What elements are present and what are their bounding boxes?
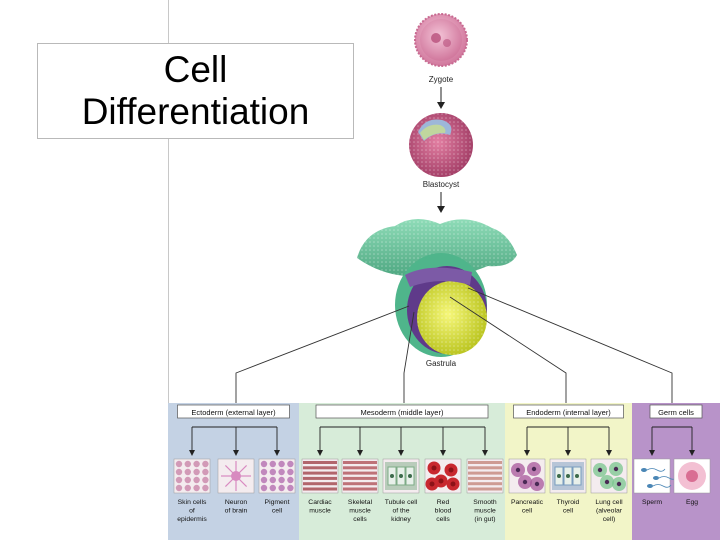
zygote-label: Zygote <box>429 75 454 84</box>
cell-label: Pigment <box>265 499 290 506</box>
pancreatic-cell-icon <box>508 458 546 494</box>
title-line-2: Differentiation <box>81 91 310 132</box>
cell-label: blood <box>435 508 452 515</box>
layer-panel-0: Ectoderm (external layer) Skin cells ofepi… <box>168 403 299 540</box>
neuron-icon <box>217 458 255 494</box>
germ-layer-panels: Ectoderm (external layer) Skin cells ofepi… <box>168 403 720 540</box>
connector-endoderm <box>449 296 567 405</box>
cell-arrowhead <box>274 450 280 456</box>
cell-arrowhead <box>606 450 612 456</box>
layer-label-box <box>649 404 703 419</box>
cell-label: Pancreatic <box>511 499 544 506</box>
cell-label: Neuron <box>225 499 248 506</box>
cell-label: Skin cells <box>178 499 207 506</box>
layer-label-box <box>177 404 290 419</box>
sperm-icon <box>633 458 678 494</box>
blastocyst-illustration <box>409 113 473 177</box>
layer-panel-2: Endoderm (internal layer) Pancreatic cell T… <box>505 403 632 540</box>
layer-label-box <box>315 404 489 419</box>
cell-arrowhead <box>317 450 323 456</box>
cell-label: of brain <box>225 508 248 515</box>
tubule-cell-icon <box>382 458 420 494</box>
red-blood-cells-icon <box>424 458 462 494</box>
cell-label: cells <box>436 516 450 523</box>
slide-divider <box>168 0 169 540</box>
cell-label: (alveolar <box>596 508 623 515</box>
cell-label: cell <box>272 508 283 515</box>
pigment-cell-icon <box>258 458 296 494</box>
layer-label: Germ cells <box>658 408 694 417</box>
cell-arrowhead <box>482 450 488 456</box>
layer-panel-1: Mesoderm (middle layer) Cardiac muscle Skel… <box>299 403 505 540</box>
cell-label: of <box>189 508 195 515</box>
layer-label: Endoderm (internal layer) <box>526 408 611 417</box>
lung-cell-icon <box>590 458 628 494</box>
title-line-1: Cell <box>163 49 228 90</box>
cell-arrowhead <box>189 450 195 456</box>
skin-cells-icon <box>173 458 211 494</box>
cell-arrowhead <box>565 450 571 456</box>
cell-arrowhead <box>357 450 363 456</box>
connector-lines <box>235 287 673 405</box>
connector-ectoderm <box>235 305 410 405</box>
cell-label: (in gut) <box>474 516 495 523</box>
cell-label: cell) <box>603 516 615 523</box>
layer-label: Ectoderm (external layer) <box>191 408 276 417</box>
cell-label: Thyroid <box>557 499 580 506</box>
layer-label-box <box>513 404 624 419</box>
gastrula-illustration <box>357 218 517 357</box>
cell-arrowhead <box>689 450 695 456</box>
blastocyst-label: Blastocyst <box>423 180 460 189</box>
cell-label: Smooth <box>473 499 497 506</box>
cardiac-muscle-icon <box>301 458 339 494</box>
cell-arrowhead <box>524 450 530 456</box>
cell-label: cells <box>353 516 367 523</box>
cell-arrowhead <box>398 450 404 456</box>
connector-mesoderm <box>403 311 415 405</box>
connector-germ <box>467 287 673 405</box>
zygote-illustration <box>414 13 468 67</box>
cell-label: muscle <box>474 508 496 515</box>
cell-label: muscle <box>309 508 331 515</box>
cell-label: muscle <box>349 508 371 515</box>
gastrula-label: Gastrula <box>426 359 457 368</box>
smooth-muscle-icon <box>466 458 504 494</box>
skeletal-muscle-icon <box>341 458 379 494</box>
cell-arrowhead <box>440 450 446 456</box>
zygote-arrowhead <box>437 102 445 109</box>
cell-arrowhead <box>649 450 655 456</box>
cell-label: Skeletal <box>348 499 373 506</box>
cell-label: Tubule cell <box>385 499 418 506</box>
thyroid-cell-icon <box>549 458 587 494</box>
cell-label: Cardiac <box>308 499 332 506</box>
egg-icon <box>673 458 711 494</box>
cell-label: cell <box>563 508 574 515</box>
cell-label: Sperm <box>642 499 662 506</box>
cell-label: cell <box>522 508 533 515</box>
cell-label: Egg <box>686 499 698 506</box>
blastocyst-arrowhead <box>437 206 445 213</box>
cell-label: of the <box>392 508 409 515</box>
cell-arrowhead <box>233 450 239 456</box>
cell-label: epidermis <box>177 516 207 523</box>
cell-label: Lung cell <box>595 499 623 506</box>
cell-label: kidney <box>391 516 411 523</box>
title-box: Cell Differentiation <box>37 43 354 139</box>
cell-label: Red <box>437 499 450 506</box>
layer-label: Mesoderm (middle layer) <box>361 408 444 417</box>
